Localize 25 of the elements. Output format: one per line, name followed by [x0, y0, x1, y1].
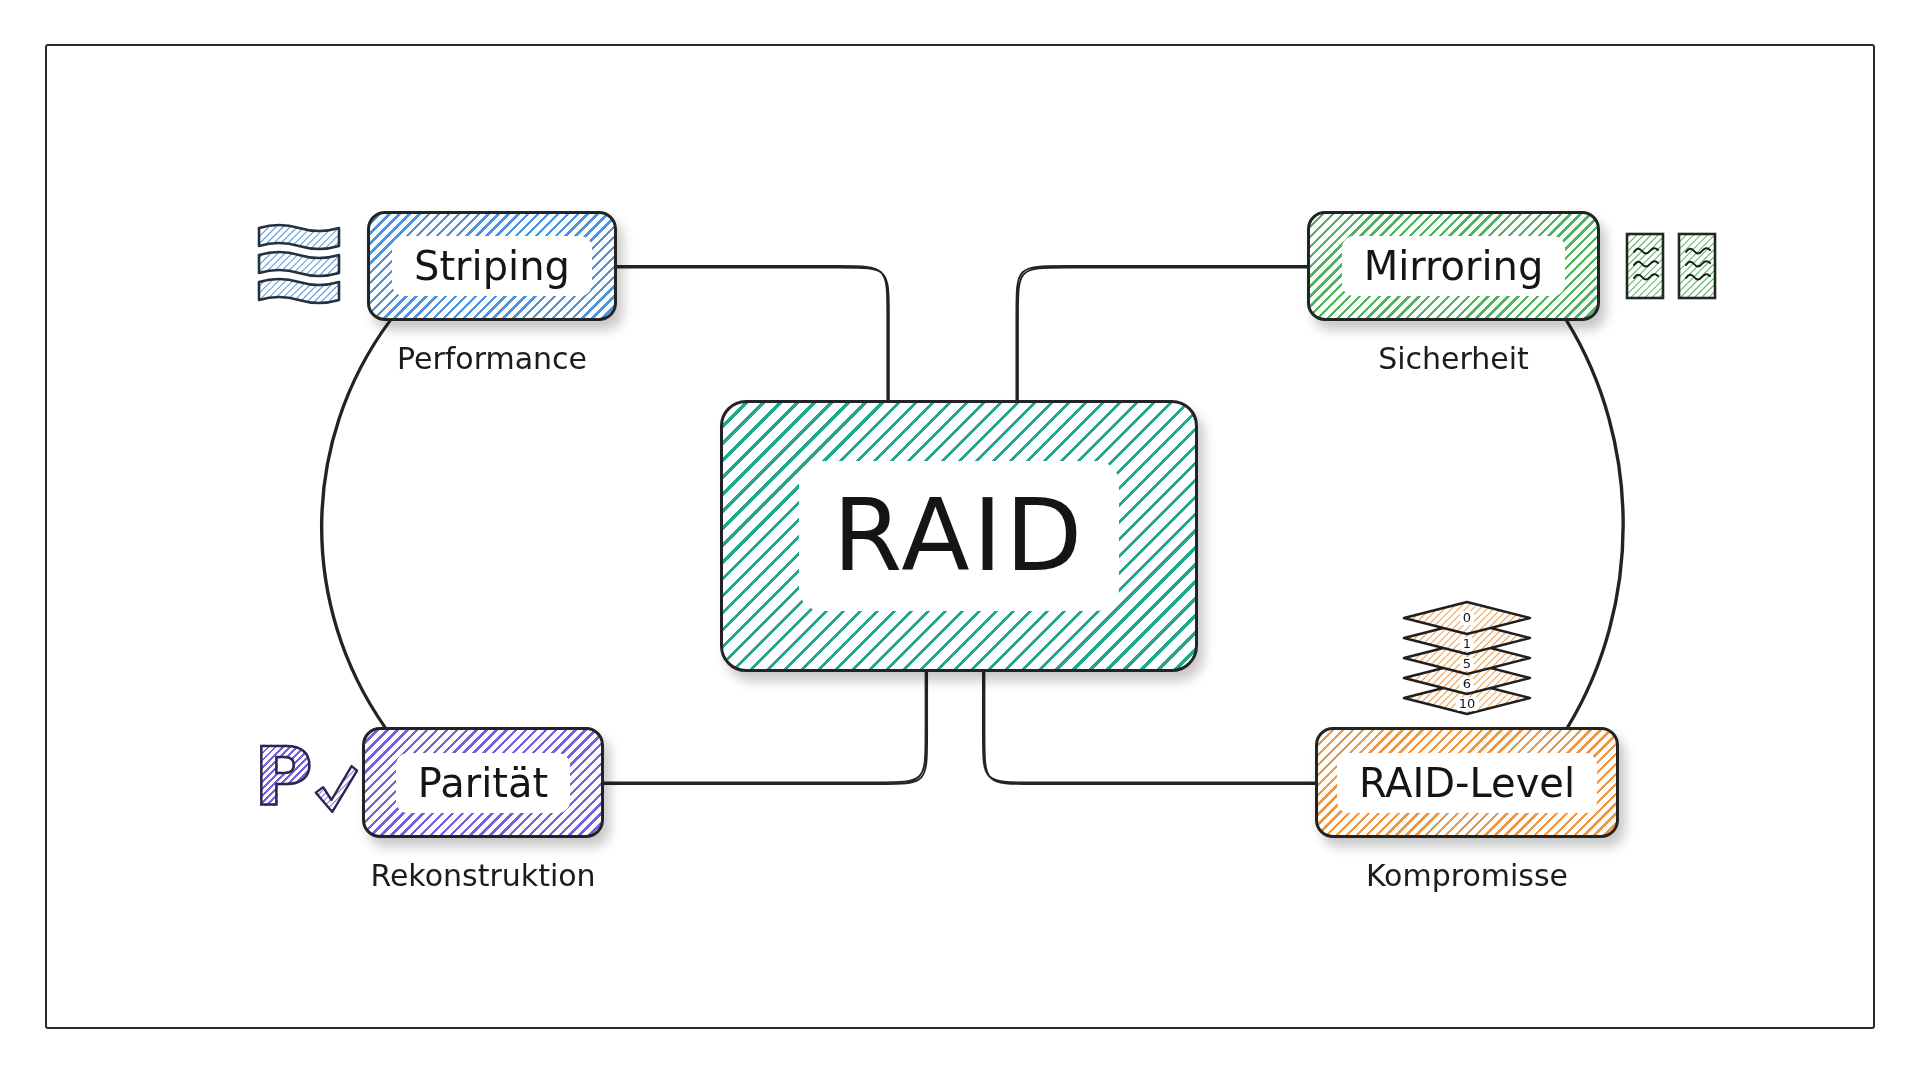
level-number: 5	[1459, 657, 1475, 671]
connector-line	[1565, 320, 1625, 728]
node-caption: Performance	[396, 341, 588, 377]
level-number: 10	[1455, 697, 1479, 711]
level-number: 0	[1459, 611, 1475, 625]
connector-line	[982, 671, 1316, 785]
connector-line	[616, 265, 890, 401]
topic-box	[362, 727, 604, 838]
node-label: RAID	[798, 461, 1120, 611]
node-caption: Rekonstruktion	[370, 858, 596, 894]
node-caption: Sicherheit	[1378, 341, 1529, 377]
connector-line	[1015, 265, 1308, 401]
node-label: Parität	[395, 752, 571, 813]
topic-box	[367, 211, 617, 321]
connector-line	[320, 320, 392, 728]
central-topic-box	[720, 400, 1198, 672]
level-number: 1	[1459, 637, 1475, 651]
node-label: RAID-Level	[1336, 752, 1598, 813]
topic-box	[1315, 727, 1619, 838]
connector-line	[603, 671, 929, 785]
node-caption: Kompromisse	[1365, 858, 1569, 894]
topic-box	[1307, 211, 1600, 321]
node-label: Striping	[392, 236, 592, 296]
node-label: Mirroring	[1341, 236, 1566, 296]
level-number: 6	[1459, 677, 1475, 691]
